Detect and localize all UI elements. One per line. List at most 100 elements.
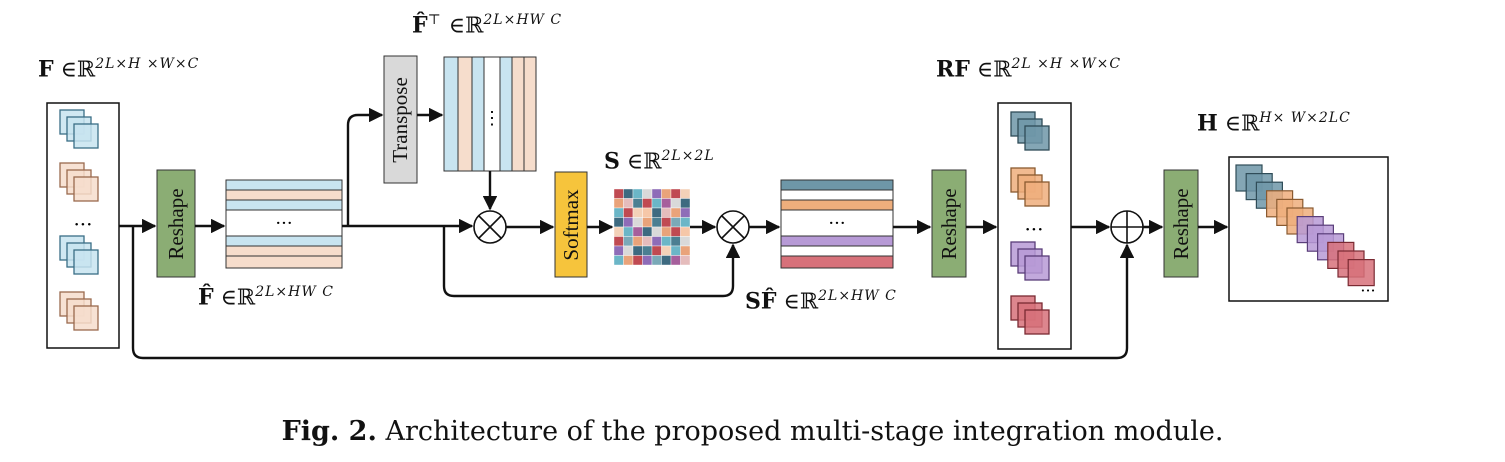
heatmap-cell bbox=[623, 236, 634, 247]
fhat-matrix: ··· bbox=[225, 179, 343, 269]
heatmap-cell bbox=[623, 217, 634, 228]
feature-map-blue bbox=[59, 109, 99, 149]
softmax-label: Softmax bbox=[559, 189, 583, 261]
heatmap-cell bbox=[651, 188, 662, 199]
heatmap-cell bbox=[632, 188, 643, 199]
heatmap-cell bbox=[632, 226, 643, 237]
heatmap-cell bbox=[670, 245, 681, 256]
heatmap-cell bbox=[651, 198, 662, 209]
label-fhat-transpose: F̂⊤ ∈ℝ2L×HW C bbox=[412, 12, 563, 39]
label-f: F ∈ℝ2L×H ×W×C bbox=[38, 56, 200, 83]
heatmap-cell bbox=[670, 207, 681, 218]
heatmap-cell bbox=[661, 245, 672, 256]
heatmap-cell bbox=[642, 236, 653, 247]
heatmap-cell bbox=[613, 188, 624, 199]
heatmap-cell bbox=[613, 207, 624, 218]
connection-arrows bbox=[119, 107, 1229, 360]
heatmap-cell bbox=[623, 226, 634, 237]
heatmap-cell bbox=[680, 226, 691, 237]
heatmap-cell bbox=[632, 245, 643, 256]
sfhat-matrix: ··· bbox=[780, 179, 894, 269]
heatmap-cell bbox=[613, 236, 624, 247]
label-rf: RF ∈ℝ2L ×H ×W×C bbox=[936, 56, 1122, 83]
label-fhat: F̂ ∈ℝ2L×HW C bbox=[198, 284, 334, 311]
heatmap-cell bbox=[661, 255, 672, 266]
heatmap-cell bbox=[661, 198, 672, 209]
heatmap-cell bbox=[651, 255, 662, 266]
heatmap-cell bbox=[632, 198, 643, 209]
heatmap-cell bbox=[651, 217, 662, 228]
reshape-2-label: Reshape bbox=[937, 188, 961, 260]
heatmap-cell bbox=[651, 226, 662, 237]
similarity-heatmap bbox=[613, 188, 691, 266]
heatmap-cell bbox=[661, 207, 672, 218]
heatmap-cell bbox=[661, 188, 672, 199]
heatmap-cell bbox=[623, 188, 634, 199]
heatmap-cell bbox=[632, 236, 643, 247]
transpose-block bbox=[383, 55, 418, 184]
heatmap-cell bbox=[670, 188, 681, 199]
fhat-ellipsis: ··· bbox=[275, 213, 292, 234]
label-s: S ∈ℝ2L×2L bbox=[604, 148, 715, 175]
heatmap-cell bbox=[623, 207, 634, 218]
sfhat-ellipsis: ··· bbox=[828, 213, 845, 234]
heatmap-cell bbox=[642, 217, 653, 228]
heatmap-cell bbox=[632, 255, 643, 266]
feature-map-purple bbox=[1010, 241, 1050, 281]
heatmap-cell bbox=[642, 188, 653, 199]
heatmap-cell bbox=[623, 255, 634, 266]
feature-map-orange bbox=[1010, 167, 1050, 207]
multiply-operator-2 bbox=[716, 210, 750, 244]
heatmap-cell bbox=[651, 236, 662, 247]
heatmap-cell bbox=[661, 236, 672, 247]
reshape-3-label: Reshape bbox=[1169, 188, 1193, 260]
input-ellipsis: ··· bbox=[73, 212, 92, 236]
heatmap-cell bbox=[613, 217, 624, 228]
heatmap-cell bbox=[642, 255, 653, 266]
heatmap-cell bbox=[670, 198, 681, 209]
heatmap-cell bbox=[670, 236, 681, 247]
softmax-block bbox=[554, 171, 588, 278]
heatmap-cell bbox=[623, 245, 634, 256]
fhat-transpose-ellipsis: ⋮ bbox=[483, 108, 501, 129]
output-feature-tile bbox=[1347, 259, 1375, 287]
heatmap-cell bbox=[661, 226, 672, 237]
output-h-box: ··· bbox=[1228, 156, 1389, 302]
rf-ellipsis: ··· bbox=[1024, 217, 1043, 241]
heatmap-cell bbox=[632, 217, 643, 228]
heatmap-cell bbox=[642, 207, 653, 218]
heatmap-cell bbox=[651, 245, 662, 256]
heatmap-cell bbox=[651, 207, 662, 218]
heatmap-cell bbox=[613, 226, 624, 237]
label-sfhat: SF̂ ∈ℝ2L×HW C bbox=[745, 288, 897, 315]
reshape-block-1 bbox=[156, 169, 196, 278]
heatmap-cell bbox=[642, 226, 653, 237]
heatmap-cell bbox=[670, 217, 681, 228]
fhat-transpose-matrix: ⋮ bbox=[443, 56, 537, 172]
rf-feature-box: ··· bbox=[997, 102, 1072, 350]
label-h: H ∈ℝH× W×2LC bbox=[1197, 110, 1351, 137]
reshape-block-2 bbox=[931, 169, 967, 278]
reshape-block-3 bbox=[1163, 169, 1199, 278]
heatmap-cell bbox=[642, 245, 653, 256]
heatmap-cell bbox=[680, 188, 691, 199]
heatmap-cell bbox=[613, 198, 624, 209]
heatmap-cell bbox=[670, 226, 681, 237]
heatmap-cell bbox=[680, 245, 691, 256]
feature-map-blue bbox=[59, 235, 99, 275]
add-operator bbox=[1110, 210, 1144, 244]
heatmap-cell bbox=[623, 198, 634, 209]
heatmap-cell bbox=[680, 255, 691, 266]
heatmap-cell bbox=[632, 207, 643, 218]
reshape-1-label: Reshape bbox=[164, 188, 188, 260]
feature-map-peach bbox=[59, 162, 99, 202]
heatmap-cell bbox=[661, 217, 672, 228]
heatmap-cell bbox=[680, 207, 691, 218]
feature-map-peach bbox=[59, 291, 99, 331]
heatmap-cell bbox=[613, 255, 624, 266]
heatmap-cell bbox=[613, 245, 624, 256]
input-feature-box: ··· bbox=[46, 102, 120, 349]
heatmap-cell bbox=[680, 217, 691, 228]
heatmap-cell bbox=[670, 255, 681, 266]
caption-text: Architecture of the proposed multi-stage… bbox=[376, 416, 1224, 447]
